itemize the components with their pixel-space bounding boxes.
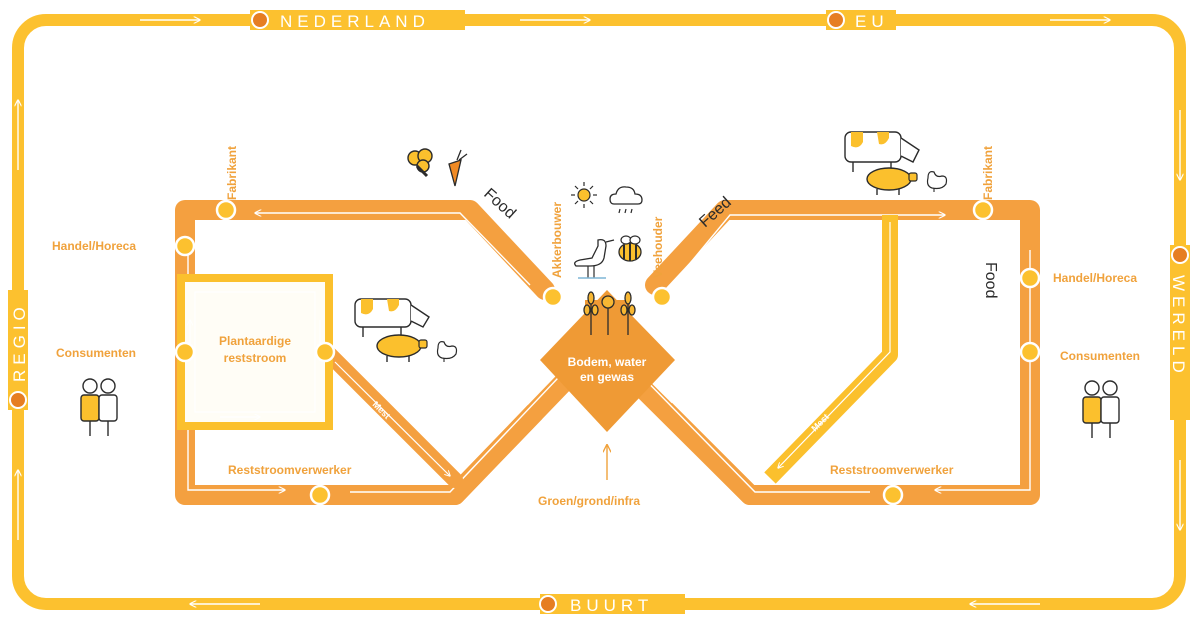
- cow-icon-right: [844, 131, 920, 172]
- consumers-icon: [80, 378, 118, 436]
- sun-icon: [571, 182, 597, 208]
- right-handel-label: Handel/Horeca: [1053, 271, 1137, 285]
- frame-label-buurt: BUURT: [570, 596, 653, 615]
- node-right-consumenten: [1019, 341, 1041, 363]
- center-label-line2: en gewas: [580, 370, 634, 384]
- heron-icon: [574, 238, 615, 279]
- left-consumenten-label: Consumenten: [56, 346, 136, 360]
- frame-node-eu: EU: [826, 10, 896, 31]
- node-right-reststroomverwerker: [882, 484, 904, 506]
- right-food-label: Food: [982, 262, 999, 298]
- carrot-icon: [448, 149, 468, 187]
- chicken-icon: [436, 341, 458, 362]
- labels: Fabrikant Handel/Horeca Consumenten Rest…: [52, 146, 1140, 508]
- left-nodes: [174, 199, 564, 506]
- frame-node-nederland: NEDERLAND: [250, 10, 465, 31]
- bee-icon: [618, 235, 642, 262]
- cow-icon: [354, 298, 430, 337]
- node-akkerbouwer: [542, 286, 564, 308]
- left-handel-label: Handel/Horeca: [52, 239, 136, 253]
- node-left-consumenten: [174, 341, 196, 363]
- center-label-line1: Bodem, water: [568, 355, 647, 369]
- akkerbouwer-label: Akkerbouwer: [550, 202, 564, 278]
- node-right-handel: [1019, 267, 1041, 289]
- node-left-reststroomverwerker: [309, 484, 331, 506]
- right-orange-loop: [602, 200, 1040, 505]
- pig-icon: [376, 334, 428, 362]
- frame-label-regio: REGIO: [10, 302, 29, 382]
- right-reststroomverwerker-label: Reststroomverwerker: [830, 463, 954, 477]
- right-nodes: [651, 199, 1041, 506]
- node-left-fabrikant: [215, 199, 237, 221]
- pig-icon-right: [866, 167, 918, 195]
- veehouder-label: Veehouder: [651, 216, 665, 278]
- left-reststroomverwerker-label: Reststroomverwerker: [228, 463, 352, 477]
- frame-label-wereld: WERELD: [1169, 275, 1188, 378]
- consumers-icon-right: [1082, 380, 1120, 438]
- left-fabrikant-label: Fabrikant: [225, 146, 239, 200]
- broccoli-icon: [407, 148, 433, 178]
- frame-label-eu: EU: [855, 12, 889, 31]
- right-fabrikant-label: Fabrikant: [981, 146, 995, 200]
- right-consumenten-label: Consumenten: [1060, 349, 1140, 363]
- node-plantaardig: [314, 341, 336, 363]
- node-veehouder: [651, 286, 673, 308]
- frame-label-nederland: NEDERLAND: [280, 12, 430, 31]
- left-yellow-loop: Plantaardige reststroom: [177, 274, 333, 430]
- node-right-fabrikant: [972, 199, 994, 221]
- frame-node-wereld: WERELD: [1169, 245, 1190, 420]
- crops-icon: [583, 291, 636, 335]
- groen-label: Groen/grond/infra: [538, 494, 640, 508]
- frame-node-regio: REGIO: [8, 290, 29, 410]
- right-yellow-loop: Mest: [764, 215, 898, 484]
- node-left-handel: [174, 235, 196, 257]
- rain-cloud-icon: [609, 186, 643, 214]
- plantaardig-label-1: Plantaardige: [219, 334, 291, 348]
- chicken-icon-right: [926, 171, 948, 192]
- frame-node-buurt: BUURT: [539, 594, 685, 615]
- plantaardig-label-2: reststroom: [224, 351, 287, 365]
